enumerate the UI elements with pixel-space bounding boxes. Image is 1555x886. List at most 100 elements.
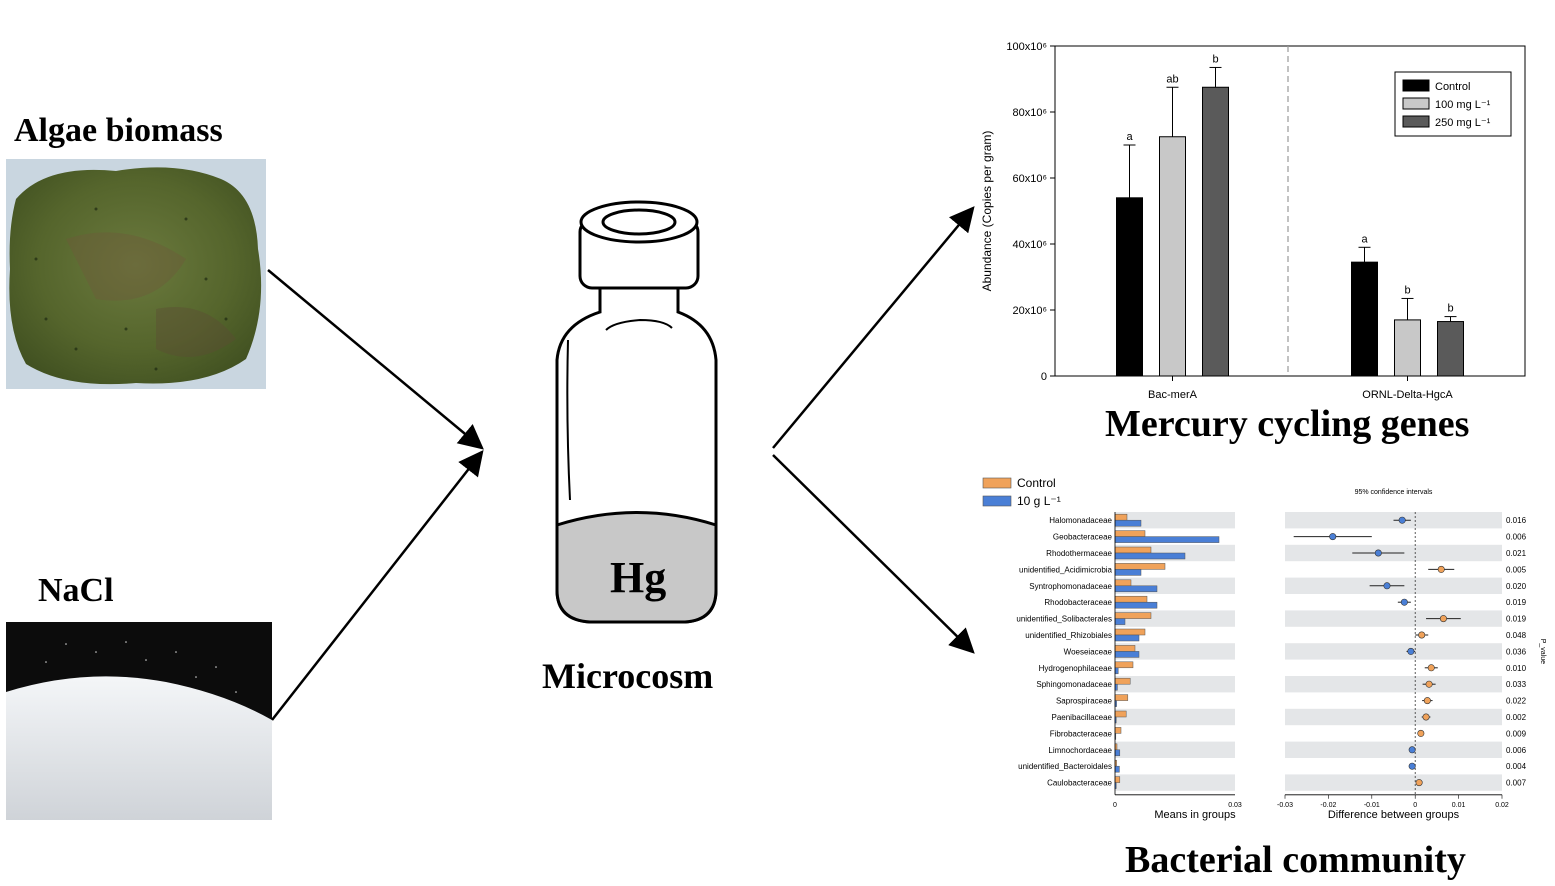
p-value-label: 0.022 [1506,697,1527,706]
ci-point [1423,697,1431,705]
control-bar [1114,595,1148,603]
control-bar [1114,661,1134,669]
p-value-label: 0.033 [1506,680,1527,689]
treatment-bar [1114,601,1158,609]
ci-point [1408,746,1416,754]
taxon-label: Sphingomonadaceae [1036,680,1112,689]
y-tick-label: 0 [1041,371,1047,383]
x-tick-label: Bac-merA [1148,389,1198,401]
treatment-bar [1114,667,1119,675]
taxon-label: Fibrobacteraceae [1050,729,1113,738]
treatment-bar [1114,749,1121,757]
vial-icon [555,200,718,624]
control-bar [1114,776,1121,783]
bar [1159,136,1186,377]
control-bar [1114,677,1131,685]
p-value-label: 0.002 [1506,713,1527,722]
p-value-label: 0.019 [1506,615,1527,624]
arrow-algae-to-microcosm [267,269,484,450]
nacl-photo [6,622,272,820]
ci-point [1437,565,1445,573]
control-bar [1114,513,1128,521]
microcosm-label: Microcosm [542,656,714,696]
ci-point [1374,549,1382,557]
row-band [1115,676,1235,693]
y-tick-label: 20x10⁶ [1013,305,1048,317]
p-value-label: 0.009 [1506,729,1527,738]
treatment-bar [1114,536,1220,543]
arrow-nacl-to-microcosm [271,450,484,721]
taxon-label: unidentified_Bacteroidales [1018,762,1112,771]
hg-label: Hg [610,553,667,602]
y-tick-label: 100x10⁶ [1006,41,1047,53]
p-value-label: 0.021 [1506,549,1527,558]
significance-letter: b [1212,53,1218,65]
y-axis-label: Abundance (Copies per gram) [980,131,994,292]
significance-letter: a [1361,233,1368,245]
ci-point [1415,779,1423,787]
ci-point [1427,664,1435,672]
control-bar [1114,579,1132,587]
ci-x-tick-label: -0.02 [1320,802,1336,809]
row-band [1115,741,1235,758]
row-band [1285,610,1502,627]
legend-label: 250 mg L⁻¹ [1435,117,1491,129]
row-band [1285,676,1502,693]
y-tick-label: 80x10⁶ [1013,107,1048,119]
algae-biomass-title: Algae biomass [14,112,223,149]
treatment-bar [1114,651,1140,658]
taxon-label: Limnochordaceae [1048,746,1112,755]
row-band [1115,512,1235,529]
ci-title: 95% confidence intervals [1355,489,1433,496]
ci-point [1417,729,1425,737]
p-value-label: 0.019 [1506,598,1527,607]
control-bar [1114,546,1152,554]
nacl-title: NaCl [38,572,114,609]
p-value-label: 0.036 [1506,647,1527,656]
treatment-bar [1114,634,1140,642]
p-value-label: 0.048 [1506,631,1527,640]
control-bar [1114,694,1129,701]
arrow-microcosm-to-mercury [772,206,975,449]
taxon-label: unidentified_Acidimicrobia [1019,565,1112,574]
taxon-label: Caulobacteraceae [1047,779,1112,788]
control-bar [1114,612,1152,619]
x-tick-label: 0.03 [1228,802,1242,809]
ci-point [1383,582,1391,590]
row-band [1285,643,1502,660]
x-axis-label: Means in groups [1154,809,1236,821]
legend-swatch [1402,79,1430,92]
treatment-bar [1114,765,1120,773]
y-tick-label: 40x10⁶ [1013,239,1048,251]
legend-swatch [982,495,1012,507]
ci-point [1407,647,1415,655]
control-bar [1114,710,1127,718]
row-band [1115,708,1235,726]
treatment-bar [1114,618,1126,625]
control-bar [1114,530,1146,537]
significance-letter: a [1126,131,1133,143]
algae-biomass-photo [6,159,266,389]
ci-x-tick-label: 0 [1413,802,1417,809]
p-value-axis-label: P_value [1539,639,1546,664]
taxon-label: unidentified_Rhizobiales [1025,631,1112,640]
p-value-label: 0.005 [1506,565,1527,574]
legend-label: Control [1017,476,1056,490]
bar [1437,321,1464,377]
control-bar [1114,563,1166,570]
taxon-label: Saprospiraceae [1056,697,1113,706]
control-bar [1114,727,1122,734]
bar [1116,197,1143,377]
row-band [1285,708,1502,726]
control-bar [1114,645,1136,652]
ci-point [1329,533,1337,541]
ci-x-tick-label: -0.03 [1277,802,1293,809]
taxon-label: Geobacteraceae [1053,533,1113,542]
x-tick-label: 0 [1113,802,1117,809]
taxon-label: Rhodothermaceae [1046,549,1112,558]
ci-x-tick-label: 0.01 [1452,802,1466,809]
row-band [1115,774,1235,791]
treatment-bar [1114,569,1142,576]
mercury-gene-chart: 020x10⁶40x10⁶60x10⁶80x10⁶100x10⁶Abundanc… [980,41,1526,401]
